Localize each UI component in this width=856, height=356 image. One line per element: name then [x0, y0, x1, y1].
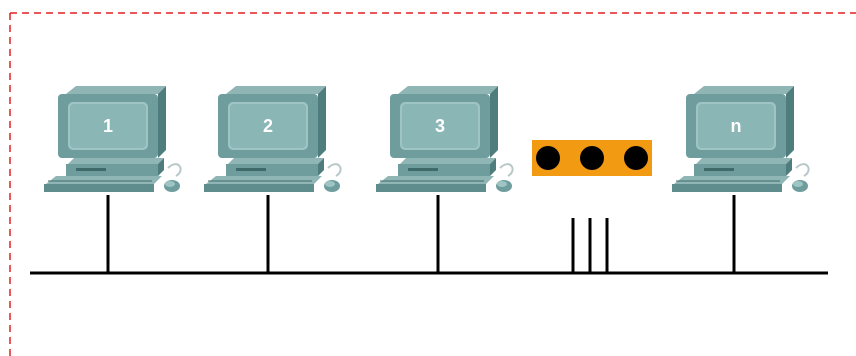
ellipsis-dot: [580, 146, 604, 170]
ellipsis-dot: [536, 146, 560, 170]
computer-3: 3: [375, 85, 514, 193]
desktop-computer-icon: [375, 85, 514, 193]
computer-label: 2: [263, 116, 273, 136]
computer-n: n: [671, 85, 810, 193]
computer-label: n: [731, 116, 742, 136]
computer-1: 1: [43, 85, 182, 193]
ellipsis-icon: [532, 140, 652, 176]
desktop-computer-icon: [203, 85, 342, 193]
desktop-computer-icon: [671, 85, 810, 193]
computer-2: 2: [203, 85, 342, 193]
desktop-computer-icon: [43, 85, 182, 193]
computer-label: 3: [435, 116, 445, 136]
computer-label: 1: [103, 116, 113, 136]
ellipsis-dot: [624, 146, 648, 170]
